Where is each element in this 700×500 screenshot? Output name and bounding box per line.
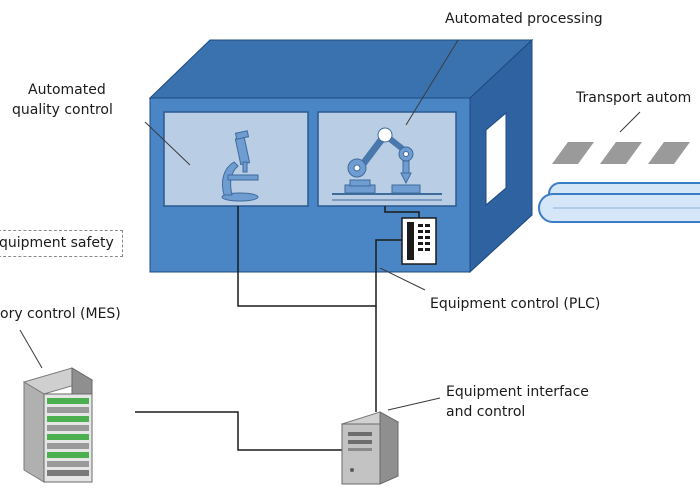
factory-control-mes-label: ory control (MES): [0, 306, 121, 322]
cable-mes-to-interface: [135, 411, 342, 451]
equipment-interface-line1: Equipment interface: [446, 384, 589, 400]
server-tower-icon: [22, 367, 94, 483]
plc-controller-icon: [401, 217, 437, 265]
interface-pc-icon: [340, 411, 400, 485]
automated-quality-control-label: Automated quality control: [12, 80, 113, 120]
equipment-cabinet: [148, 38, 534, 274]
quality-control-line2: quality control: [12, 102, 113, 118]
processing-window: [317, 111, 457, 207]
pallet-3: [648, 142, 690, 164]
conveyor-icon: [538, 142, 700, 223]
label-leader-lines: [19, 39, 641, 411]
microscope-icon: [221, 130, 259, 202]
cable-processing-to-plc: [384, 206, 420, 218]
quality-control-window: [163, 111, 309, 207]
equipment-control-plc-label: Equipment control (PLC): [430, 296, 601, 312]
pallet-2: [600, 142, 642, 164]
quality-control-line1: Automated: [28, 82, 106, 98]
robot-arm-icon: [332, 127, 442, 201]
equipment-interface-label: Equipment interface and control: [446, 382, 589, 422]
equipment-safety-label: quipment safety: [0, 230, 123, 257]
automated-processing-label: Automated processing: [445, 11, 603, 27]
equipment-interface-line2: and control: [446, 404, 526, 420]
transport-automation-label: Transport autom: [576, 90, 692, 106]
network-cables: [135, 206, 420, 451]
pallet-1: [552, 142, 594, 164]
cabinet-side-window: [485, 111, 507, 207]
cabinet-top-face: [148, 39, 534, 99]
